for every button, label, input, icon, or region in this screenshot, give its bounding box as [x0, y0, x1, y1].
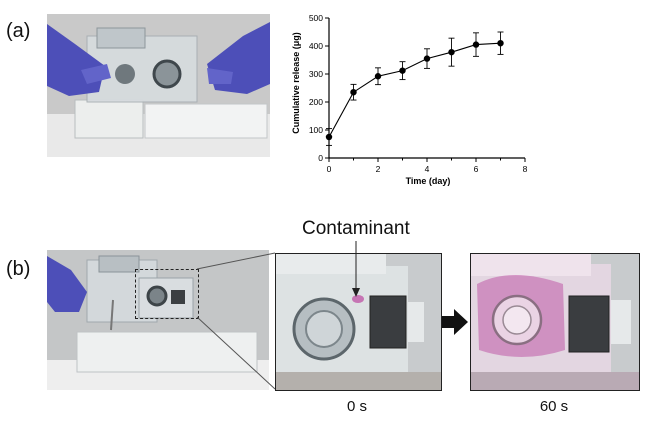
y-tick-label: 0 — [318, 153, 323, 163]
caption-0s: 0 s — [346, 398, 367, 415]
x-tick-label: 4 — [425, 164, 430, 174]
zoom-region-box — [135, 269, 199, 319]
x-tick-label: 6 — [474, 164, 479, 174]
panel-b-label: (b) — [6, 258, 31, 280]
closeup-0s — [275, 253, 442, 391]
x-tick-label: 0 — [327, 164, 332, 174]
data-point — [472, 41, 480, 48]
data-point — [399, 67, 406, 74]
device-photo-a-drawing — [47, 14, 270, 157]
chart-xlabel: Time (day) — [406, 176, 451, 186]
series-line — [328, 42, 501, 138]
y-tick-label: 500 — [309, 13, 323, 23]
y-tick-label: 400 — [309, 41, 323, 51]
data-point — [325, 133, 333, 141]
chart-plot-layer: 0 100 200 300 400 500 0 2 4 6 8 — [309, 13, 528, 174]
panel-a-label: (a) — [6, 20, 31, 42]
x-tick-label: 8 — [523, 164, 528, 174]
y-tick-label: 200 — [309, 97, 323, 107]
right-arrow-icon — [442, 309, 468, 335]
data-point — [350, 89, 357, 96]
device-photo-b-drawing — [47, 250, 269, 390]
x-tick-label: 2 — [376, 164, 381, 174]
device-photo-a — [47, 14, 270, 157]
closeup-0s-drawing — [276, 254, 441, 390]
device-photo-b — [47, 250, 269, 390]
data-point — [374, 73, 382, 80]
data-point — [497, 40, 504, 47]
chart-ylabel: Cumulative release (μg) — [291, 32, 301, 134]
y-tick-label: 300 — [309, 69, 323, 79]
release-chart: 0 100 200 300 400 500 0 2 4 6 8 Time (day) Cumulat… — [291, 13, 528, 186]
closeup-60s — [470, 253, 640, 391]
contaminant-label: Contaminant — [302, 218, 410, 239]
caption-60s: 60 s — [539, 398, 569, 415]
y-tick-label: 100 — [309, 125, 323, 135]
closeup-60s-drawing — [471, 254, 639, 390]
data-point — [448, 48, 455, 56]
data-point — [423, 55, 431, 62]
